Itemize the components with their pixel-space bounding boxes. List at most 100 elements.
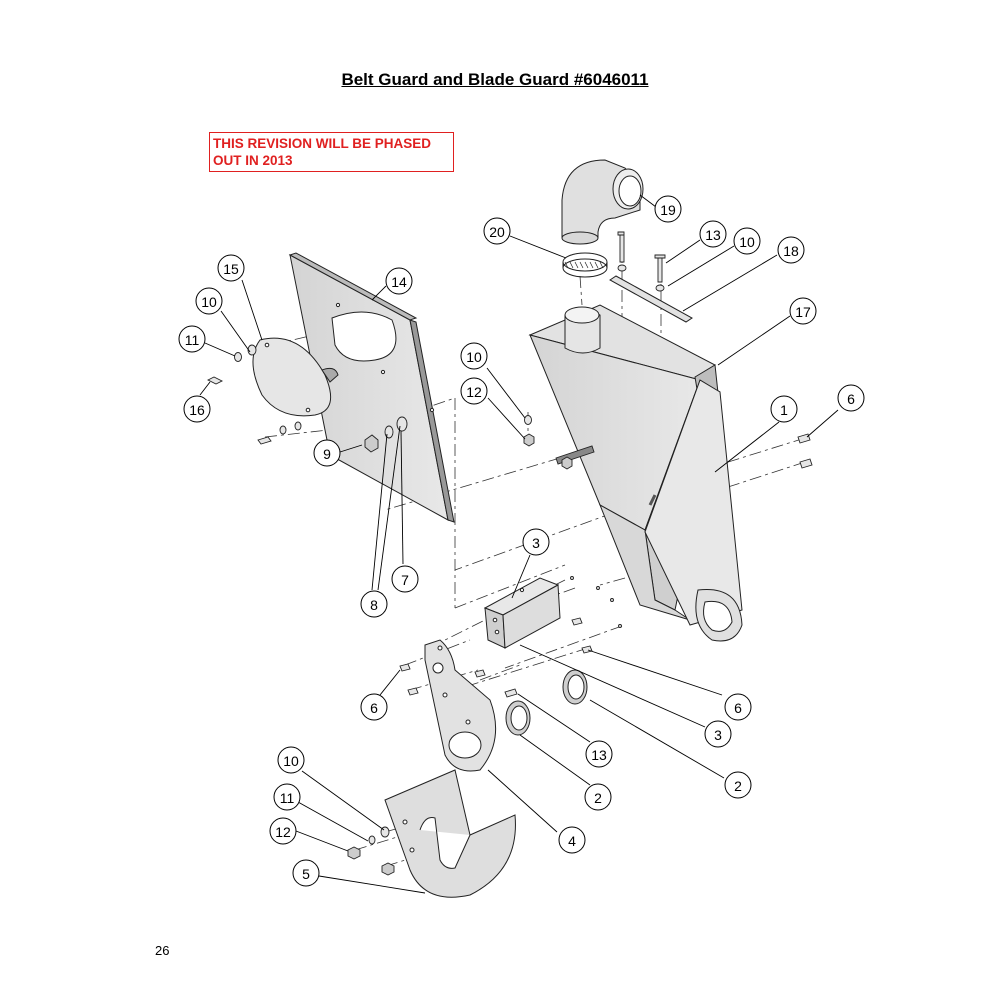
callout-circle [460,377,488,405]
bracket-4 [424,639,497,772]
callout-6: 6 [837,384,865,412]
callout-label: 15 [223,261,239,277]
callout-label: 20 [489,224,505,240]
callout-circle [704,720,732,748]
callout-label: 3 [714,727,722,743]
callout-15: 15 [217,254,245,282]
callout-circle [178,325,206,353]
callout-18: 18 [777,236,805,264]
callout-label: 2 [594,790,602,806]
callout-circle [217,254,245,282]
callout-circle [733,227,761,255]
callout-label: 8 [370,597,378,613]
callout-circle [777,236,805,264]
callout-circle [385,267,413,295]
callout-circle [313,439,341,467]
callout-circle [724,771,752,799]
callout-2: 2 [584,783,612,811]
cover-15 [252,337,339,417]
callout-label: 12 [466,384,482,400]
callout-10: 10 [277,746,305,774]
callout-label: 18 [783,243,799,259]
callout-circle [292,859,320,887]
callout-label: 1 [780,402,788,418]
callout-circle [654,195,682,223]
callout-3: 3 [704,720,732,748]
callout-circle [699,220,727,248]
callout-label: 7 [401,572,409,588]
callout-circle [724,693,752,721]
callout-5: 5 [292,859,320,887]
callout-circle [837,384,865,412]
callout-label: 16 [189,402,205,418]
callout-16: 16 [183,395,211,423]
revision-notice: THIS REVISION WILL BE PHASED OUT IN 2013 [209,132,454,172]
callout-circle [558,826,586,854]
page-number: 26 [155,943,170,958]
callout-label: 13 [705,227,721,243]
callout-circle [360,590,388,618]
callout-label: 12 [275,824,291,840]
callout-label: 10 [466,349,482,365]
strap-18 [609,275,693,323]
callout-label: 17 [795,304,811,320]
callout-label: 6 [847,391,855,407]
callout-circle [269,817,297,845]
callout-9: 9 [313,439,341,467]
callout-6: 6 [724,693,752,721]
callout-11: 11 [273,783,301,811]
callout-1: 1 [770,395,798,423]
callout-label: 6 [734,700,742,716]
callout-4: 4 [558,826,586,854]
callout-label: 3 [532,535,540,551]
callout-circle [277,746,305,774]
blade-guard-5 [384,769,516,898]
elbow-19 [561,159,644,245]
callout-10: 10 [195,287,223,315]
callout-3: 3 [522,528,550,556]
callout-circle [770,395,798,423]
callout-circle [585,740,613,768]
page-title: Belt Guard and Blade Guard #6046011 [341,70,649,89]
block-3 [483,577,561,649]
callout-7: 7 [391,565,419,593]
leader-lines [199,194,839,894]
callout-label: 6 [370,700,378,716]
callout-label: 19 [660,202,676,218]
callout-label: 10 [283,753,299,769]
callout-circle [360,693,388,721]
clamp-20 [562,252,608,278]
callout-label: 10 [739,234,755,250]
callout-circle [789,297,817,325]
callout-label: 11 [280,790,295,806]
callout-13: 13 [699,220,727,248]
callout-circle [522,528,550,556]
belt-guard-1 [644,379,743,642]
callout-label: 2 [734,778,742,794]
callout-17: 17 [789,297,817,325]
callout-circle [584,783,612,811]
callout-10: 10 [733,227,761,255]
callout-13: 13 [585,740,613,768]
callout-6: 6 [360,693,388,721]
callout-8: 8 [360,590,388,618]
callout-19: 19 [654,195,682,223]
callout-label: 10 [201,294,217,310]
callout-label: 13 [591,747,607,763]
callout-label: 9 [323,446,331,462]
revision-notice-line-1: THIS REVISION WILL BE PHASED [213,136,432,151]
callout-12: 12 [460,377,488,405]
callout-circle [483,217,511,245]
callout-circle [195,287,223,315]
callout-11: 11 [178,325,206,353]
callout-14: 14 [385,267,413,295]
callout-circle [183,395,211,423]
revision-notice-line-2: OUT IN 2013 [213,153,293,168]
callout-label: 4 [568,833,576,849]
callout-circle [391,565,419,593]
callout-circle [273,783,301,811]
callout-20: 20 [483,217,511,245]
